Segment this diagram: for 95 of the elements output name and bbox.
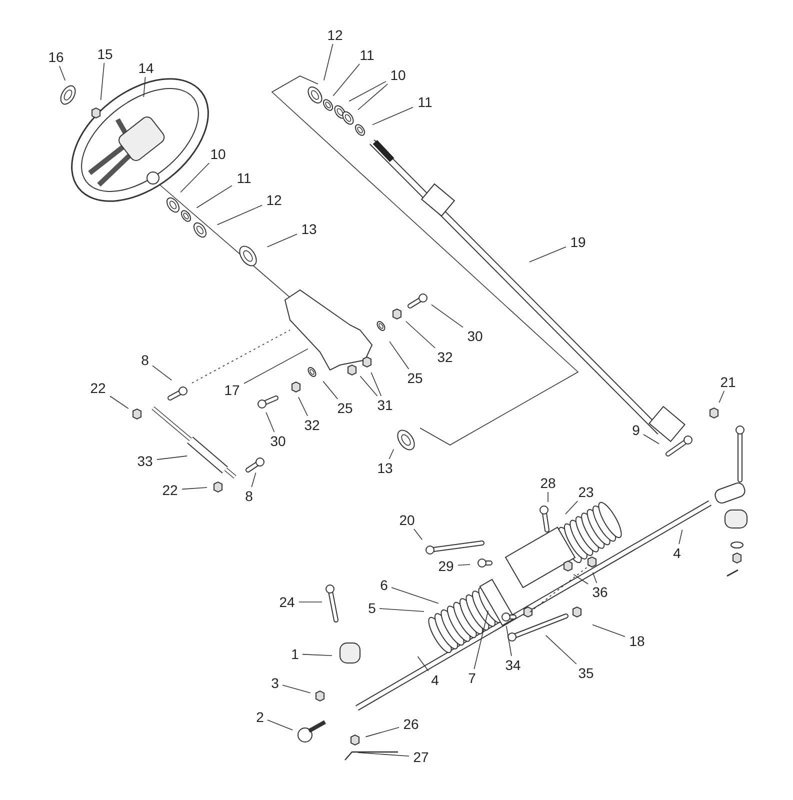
leader-line bbox=[718, 390, 725, 404]
leader-line bbox=[592, 572, 598, 584]
callout-number: 29 bbox=[438, 559, 454, 573]
callout-number: 34 bbox=[505, 658, 521, 672]
callout-number: 14 bbox=[138, 61, 154, 75]
leader-line bbox=[180, 162, 210, 193]
leader-line bbox=[506, 625, 512, 656]
callout-number: 9 bbox=[632, 423, 640, 437]
leader-line bbox=[282, 684, 311, 694]
callout-number: 15 bbox=[97, 47, 113, 61]
callout-number: 22 bbox=[162, 483, 178, 497]
leader-line bbox=[100, 62, 105, 100]
callout-number: 11 bbox=[418, 95, 432, 109]
callout-number: 21 bbox=[720, 375, 736, 389]
leader-line bbox=[592, 624, 626, 638]
callout-number: 19 bbox=[570, 235, 586, 249]
leader-line bbox=[474, 610, 489, 670]
leader-line bbox=[365, 727, 400, 738]
leader-line bbox=[529, 246, 566, 262]
callout-number: 13 bbox=[301, 222, 317, 236]
leader-line bbox=[348, 81, 386, 102]
callout-number: 16 bbox=[48, 50, 64, 64]
callout-number: 32 bbox=[304, 418, 320, 432]
leader-line bbox=[388, 448, 394, 460]
leader-line bbox=[360, 376, 378, 396]
leader-line bbox=[182, 487, 208, 490]
callout-number: 18 bbox=[629, 634, 645, 648]
leader-line bbox=[458, 564, 470, 566]
leader-line bbox=[545, 635, 577, 664]
callout-number: 5 bbox=[368, 601, 376, 615]
leader-line bbox=[266, 412, 275, 432]
leader-line bbox=[152, 365, 172, 381]
callout-number: 1 bbox=[291, 647, 299, 661]
callout-number: 30 bbox=[270, 434, 286, 448]
leader-line bbox=[332, 64, 360, 96]
leader-line bbox=[565, 500, 578, 515]
callout-number: 11 bbox=[236, 171, 252, 185]
leader-line bbox=[244, 348, 308, 384]
callout-number: 33 bbox=[137, 454, 153, 468]
leader-line bbox=[266, 234, 298, 248]
leader-line bbox=[358, 752, 410, 757]
leader-line bbox=[573, 574, 588, 584]
callout-number: 8 bbox=[245, 489, 253, 503]
leader-line bbox=[372, 106, 414, 126]
callout-number: 10 bbox=[390, 68, 406, 82]
leader-line bbox=[267, 720, 293, 730]
callout-number: 4 bbox=[431, 673, 439, 687]
callout-number: 31 bbox=[377, 398, 393, 412]
callout-number: 6 bbox=[380, 578, 388, 592]
leader-line bbox=[358, 84, 388, 110]
leader-line bbox=[196, 185, 232, 208]
callout-number: 24 bbox=[279, 595, 295, 609]
callout-number: 13 bbox=[377, 461, 393, 475]
callout-number: 28 bbox=[540, 476, 556, 490]
callout-number: 4 bbox=[673, 546, 681, 560]
callout-number: 2 bbox=[256, 710, 264, 724]
callout-number: 12 bbox=[266, 193, 282, 207]
leader-line bbox=[678, 529, 683, 544]
callout-number: 12 bbox=[327, 28, 343, 42]
leader-line bbox=[406, 321, 436, 348]
leader-line bbox=[379, 608, 424, 612]
callout-number: 26 bbox=[403, 717, 419, 731]
leader-line bbox=[59, 66, 66, 81]
leader-line bbox=[110, 396, 129, 409]
leader-line bbox=[431, 304, 464, 328]
callout-number: 32 bbox=[437, 350, 453, 364]
leader-line bbox=[156, 456, 188, 460]
callout-number: 3 bbox=[271, 676, 279, 690]
callout-number: 27 bbox=[413, 750, 429, 764]
callout-number: 22 bbox=[90, 381, 106, 395]
callout-number: 23 bbox=[578, 485, 594, 499]
callout-number: 36 bbox=[592, 585, 608, 599]
callout-number: 7 bbox=[468, 671, 476, 685]
leader-line bbox=[298, 396, 308, 416]
leader-line bbox=[417, 656, 429, 672]
leader-line bbox=[322, 380, 338, 400]
leader-line bbox=[143, 76, 146, 98]
callout-number: 17 bbox=[224, 383, 240, 397]
leader-line bbox=[643, 434, 660, 444]
callout-number: 8 bbox=[141, 353, 149, 367]
callout-number: 20 bbox=[399, 513, 415, 527]
callout-number: 25 bbox=[407, 371, 423, 385]
leader-line bbox=[216, 204, 262, 226]
leader-line bbox=[324, 44, 334, 81]
leader-line bbox=[414, 528, 423, 540]
leader-line bbox=[391, 587, 439, 604]
callout-number: 35 bbox=[578, 666, 594, 680]
callout-number: 30 bbox=[467, 329, 483, 343]
leader-line bbox=[302, 654, 332, 656]
leader-line bbox=[370, 372, 382, 396]
leader-line bbox=[389, 341, 410, 370]
leader-line bbox=[251, 472, 256, 488]
callout-number: 25 bbox=[337, 401, 353, 415]
callout-number: 11 bbox=[360, 48, 374, 62]
callout-number: 10 bbox=[210, 147, 226, 161]
